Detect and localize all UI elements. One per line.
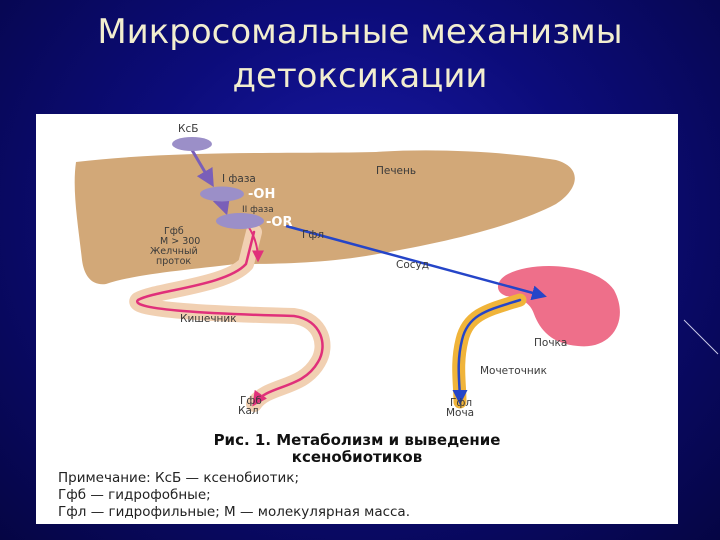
xenobiotic-entry-arrow <box>190 149 214 188</box>
label-bile-duct-1: Желчный <box>150 246 198 257</box>
label-kidney: Почка <box>534 337 567 349</box>
label-vessel: Сосуд <box>396 259 429 271</box>
phase2-to-duct-arrow <box>247 225 264 263</box>
label-mass: M > 300 <box>160 236 200 247</box>
bile-flow-arrow <box>136 230 324 407</box>
note-xenobiotic: Примечание: КсБ — ксенобиотик; <box>58 470 299 486</box>
caption-title: Рис. 1. Метаболизм и выведение ксенобиот… <box>36 432 678 466</box>
metabolism-diagram: КсБ I фаза -OH II фаза -OR Печень Гфб M … <box>74 123 620 419</box>
label-urine-bottom: Моча <box>446 407 474 419</box>
kidney-shape <box>497 266 620 347</box>
caption-title-line-1: Рис. 1. Метаболизм и выведение <box>213 431 501 449</box>
caption-title-line-2: ксенобиотиков <box>291 448 423 466</box>
label-xenobiotic: КсБ <box>178 123 198 135</box>
slide-title-line-2: детоксикации <box>232 56 488 96</box>
label-or: -OR <box>266 215 292 230</box>
label-hydrophilic: Гфл <box>302 229 324 241</box>
xenobiotic-node <box>172 137 212 151</box>
phase1-to-phase2-arrow <box>212 195 230 216</box>
liver-shape <box>74 150 575 285</box>
caption-notes: Примечание: КсБ — ксенобиотик; Гфб — гид… <box>58 470 678 521</box>
figure-caption: Рис. 1. Метаболизм и выведение ксенобиот… <box>36 432 678 521</box>
vessel-flow-arrow <box>285 224 547 301</box>
phase1-node <box>200 186 244 202</box>
label-intestine: Кишечник <box>180 313 237 325</box>
phase2-node <box>216 213 264 229</box>
figure-panel: КсБ I фаза -OH II фаза -OR Печень Гфб M … <box>36 114 678 524</box>
ureter-tube <box>452 293 527 409</box>
slide-title: Микросомальные механизмы детоксикации <box>0 10 720 98</box>
label-ureter: Мочеточник <box>480 365 547 377</box>
note-hydrophobic: Гфб — гидрофобные; <box>58 487 211 503</box>
label-feces-bottom: Кал <box>238 405 259 417</box>
label-phase1: I фаза <box>222 173 256 185</box>
label-urine-top: Гфл <box>450 397 472 409</box>
label-bile-duct-2: проток <box>156 256 191 267</box>
label-oh: -OH <box>248 187 275 202</box>
urine-flow-arrow <box>452 298 522 405</box>
label-feces-top: Гфб <box>240 395 262 407</box>
note-hydrophilic: Гфл — гидрофильные; М — молекулярная мас… <box>58 504 410 520</box>
label-phase2: II фаза <box>242 205 274 215</box>
label-liver: Печень <box>376 165 416 177</box>
decorative-line <box>683 319 719 355</box>
slide-title-line-1: Микросомальные механизмы <box>97 12 623 52</box>
label-hydrophobic: Гфб <box>164 226 184 237</box>
